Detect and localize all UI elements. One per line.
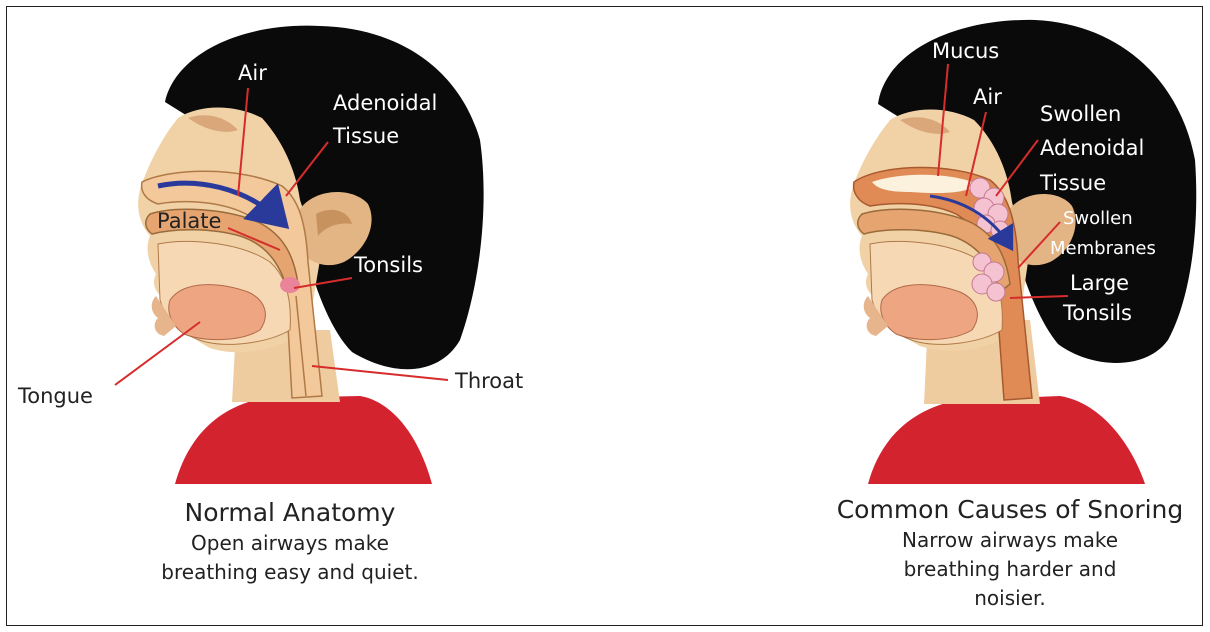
label-swollen-adenoidal-3: Tissue	[1039, 171, 1106, 195]
shirt-right	[868, 396, 1145, 484]
tongue-shape-right	[881, 285, 978, 340]
label-swollen-membranes-2: Membranes	[1050, 238, 1156, 259]
caption-title-right: Common Causes of Snoring	[815, 494, 1205, 526]
shirt-left	[175, 396, 432, 484]
label-tongue: Tongue	[17, 384, 93, 408]
caption-line-left-2: breathing easy and quiet.	[120, 558, 460, 587]
label-air: Air	[238, 61, 267, 85]
tonsil-shape-left	[280, 277, 300, 293]
caption-snoring: Common Causes of Snoring Narrow airways …	[815, 494, 1205, 613]
label-adenoidal-tissue-2: Tissue	[332, 124, 399, 148]
label-mucus: Mucus	[932, 39, 999, 63]
label-swollen-adenoidal-2: Adenoidal	[1040, 136, 1144, 160]
tongue-shape-left	[169, 285, 266, 340]
label-adenoidal-tissue-1: Adenoidal	[333, 91, 437, 115]
label-air-right: Air	[973, 85, 1002, 109]
label-large-tonsils-1: Large	[1070, 271, 1129, 295]
label-throat: Throat	[454, 369, 523, 393]
caption-line-right-2: breathing harder and	[815, 555, 1205, 584]
label-palate: Palate	[157, 209, 221, 233]
caption-title-left: Normal Anatomy	[120, 497, 460, 529]
caption-normal-anatomy: Normal Anatomy Open airways make breathi…	[120, 497, 460, 587]
label-tonsils: Tonsils	[353, 253, 423, 277]
label-swollen-adenoidal-1: Swollen	[1040, 102, 1121, 126]
caption-line-right-1: Narrow airways make	[815, 526, 1205, 555]
caption-line-left-1: Open airways make	[120, 529, 460, 558]
label-large-tonsils-2: Tonsils	[1062, 301, 1132, 325]
caption-line-right-3: noisier.	[815, 584, 1205, 613]
label-swollen-membranes-1: Swollen	[1063, 208, 1133, 229]
